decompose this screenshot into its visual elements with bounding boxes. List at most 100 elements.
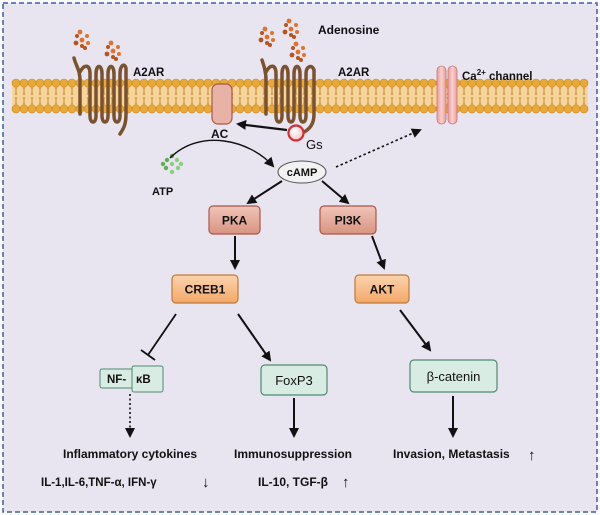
lipid-tail: [390, 96, 394, 106]
invasion-metastasis-title: Invasion, Metastasis: [393, 447, 510, 461]
lipid-head: [555, 104, 565, 114]
lipid-head: [243, 78, 253, 88]
adenosine-dot: [291, 46, 295, 50]
adenosine-dot: [77, 29, 83, 35]
lipid-tail: [478, 86, 482, 96]
lipid-tail: [462, 96, 466, 106]
lipid-head: [339, 78, 349, 88]
lipid-tail: [502, 96, 506, 106]
lipid-head: [27, 104, 37, 114]
lipid-head: [131, 78, 141, 88]
lipid-tail: [526, 96, 530, 106]
adenosine-dot: [294, 23, 298, 27]
adenosine-dot: [301, 46, 305, 50]
lipid-tails: [14, 86, 586, 106]
lipid-head: [179, 78, 189, 88]
adenosine-dot: [282, 29, 288, 35]
lipid-tail: [174, 96, 178, 106]
adenosine-dot: [292, 35, 296, 39]
lipid-head: [51, 78, 61, 88]
lipid-tail: [22, 86, 26, 96]
lipid-tail: [558, 96, 562, 106]
lipid-tail: [566, 86, 570, 96]
adenosine-dot: [302, 53, 306, 57]
lipid-tail: [70, 86, 74, 96]
lipid-head: [147, 78, 157, 88]
adenosine-dot: [85, 34, 89, 38]
lipid-tail: [574, 86, 578, 96]
lipid-tail: [46, 96, 50, 106]
adenosine-dot: [264, 34, 270, 40]
lipid-tail: [582, 96, 586, 106]
lipid-head: [523, 104, 533, 114]
lipid-tail: [510, 96, 514, 106]
lipid-head: [499, 104, 509, 114]
lipid-head: [59, 78, 69, 88]
lipid-tail: [422, 96, 426, 106]
lipid-head: [203, 104, 213, 114]
lipid-tail: [422, 86, 426, 96]
lipid-head: [243, 104, 253, 114]
lipid-head: [155, 104, 165, 114]
adenosine-dot: [117, 52, 121, 56]
lipid-head: [163, 104, 173, 114]
lipid-tail: [550, 86, 554, 96]
pka-label: PKA: [222, 214, 248, 228]
lipid-head: [547, 78, 557, 88]
lipid-tail: [518, 86, 522, 96]
lipid-tail: [558, 86, 562, 96]
lipid-head: [35, 78, 45, 88]
arrow-gs-to-ac: [236, 120, 288, 132]
a2ar-label-left: A2AR: [133, 67, 165, 79]
lipid-head: [315, 78, 325, 88]
lipid-tail: [430, 96, 434, 106]
lipid-head: [563, 104, 573, 114]
lipid-head: [387, 104, 397, 114]
lipid-tail: [478, 96, 482, 106]
lipid-head: [419, 104, 429, 114]
lipid-tail: [342, 96, 346, 106]
lipid-tail: [158, 86, 162, 96]
adenosine-dot: [260, 31, 264, 35]
lipid-head: [331, 104, 341, 114]
arrow-pi3k-to-akt: [371, 235, 386, 270]
lipid-tail: [38, 96, 42, 106]
lipid-head: [139, 78, 149, 88]
lipid-head: [539, 104, 549, 114]
a2ar-receptor-right: [260, 58, 316, 136]
lipid-head: [195, 78, 205, 88]
lipid-tail: [254, 86, 258, 96]
arrow-camp-to-pka: [246, 180, 283, 205]
lipid-head: [531, 104, 541, 114]
lipid-tail: [142, 86, 146, 96]
lipid-tail: [62, 96, 66, 106]
adenosine-dot: [295, 49, 301, 55]
lipid-tail: [334, 86, 338, 96]
creb1-label: CREB1: [185, 283, 226, 297]
lipid-head: [387, 78, 397, 88]
lipid-tail: [566, 96, 570, 106]
adenosine-dot: [288, 26, 294, 32]
lipid-head: [163, 78, 173, 88]
lipid-head: [171, 104, 181, 114]
lipid-head: [187, 104, 197, 114]
lipid-tail: [414, 96, 418, 106]
adenosine-dot: [268, 43, 272, 47]
lipid-tail: [174, 86, 178, 96]
lipid-tail: [374, 96, 378, 106]
lipid-tail: [502, 86, 506, 96]
lipid-tail: [406, 86, 410, 96]
lipid-head: [507, 104, 517, 114]
gs-protein: [287, 124, 305, 142]
lipid-tail: [374, 86, 378, 96]
arrow-camp-to-calcium: [335, 128, 422, 168]
lipid-tail: [30, 96, 34, 106]
bcatenin-label: β-catenin: [427, 369, 481, 384]
lipid-head: [411, 78, 421, 88]
lipid-head: [475, 78, 485, 88]
lipid-tail: [574, 96, 578, 106]
lipid-tail: [406, 96, 410, 106]
lipid-tail: [398, 86, 402, 96]
lipid-head: [475, 104, 485, 114]
lipid-head: [51, 104, 61, 114]
